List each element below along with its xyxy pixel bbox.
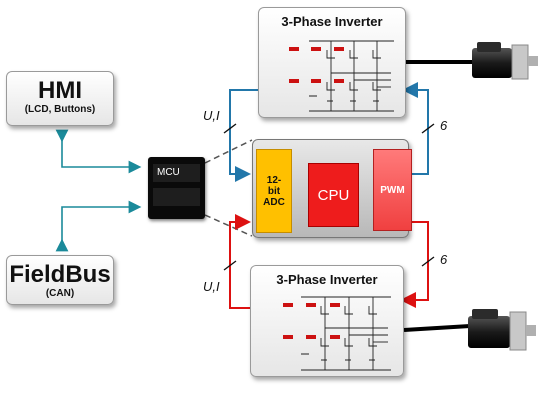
pwm-top-slash [421,123,435,134]
mcu-chip: MCU [148,157,205,219]
mcu-slot [153,188,200,206]
pwm-top-path [402,82,429,175]
inverter-top-title: 3-Phase Inverter [281,14,383,29]
inverter-top-schematic [289,40,394,112]
pwm-bottom-label: 6 [440,252,448,267]
bottom-motor-cable [403,324,471,332]
mcu-label: MCU [153,164,200,182]
hmi-box: HMI (LCD, Buttons) [6,71,114,126]
cpu-block: CPU [308,163,359,227]
bottom-motor-icon [468,309,536,351]
pwm-top-label: 6 [440,118,448,133]
hmi-subtitle: (LCD, Buttons) [24,104,96,115]
fieldbus-box: FieldBus (CAN) [6,255,114,305]
zoom-line-top [204,139,253,164]
top-motor-icon [472,42,538,80]
hmi-mcu-link [55,129,142,174]
feedback-bottom-slash [223,260,237,271]
pwm-bottom-slash [421,256,435,267]
feedback-bottom-label: U,I [203,279,220,294]
adc-block: 12- bit ADC [256,149,292,233]
inverter-bottom-schematic [283,296,391,371]
feedback-top-label: U,I [203,108,220,123]
fieldbus-title: FieldBus [9,261,111,288]
fieldbus-mcu-link [55,200,142,252]
hmi-title: HMI [38,77,82,104]
feedback-top-path [229,89,258,182]
inverter-bottom-box: 3-Phase Inverter [250,265,404,377]
adc-label: 12- bit ADC [263,174,285,208]
feedback-top-slash [223,123,237,134]
pwm-label: PWM [380,184,405,196]
fieldbus-subtitle: (CAN) [45,288,75,299]
inverter-bottom-title: 3-Phase Inverter [276,272,378,287]
inverter-top-box: 3-Phase Inverter [258,7,406,118]
pwm-block: PWM [373,149,412,231]
cpu-label: CPU [317,186,350,204]
zoom-line-bottom [204,214,253,237]
